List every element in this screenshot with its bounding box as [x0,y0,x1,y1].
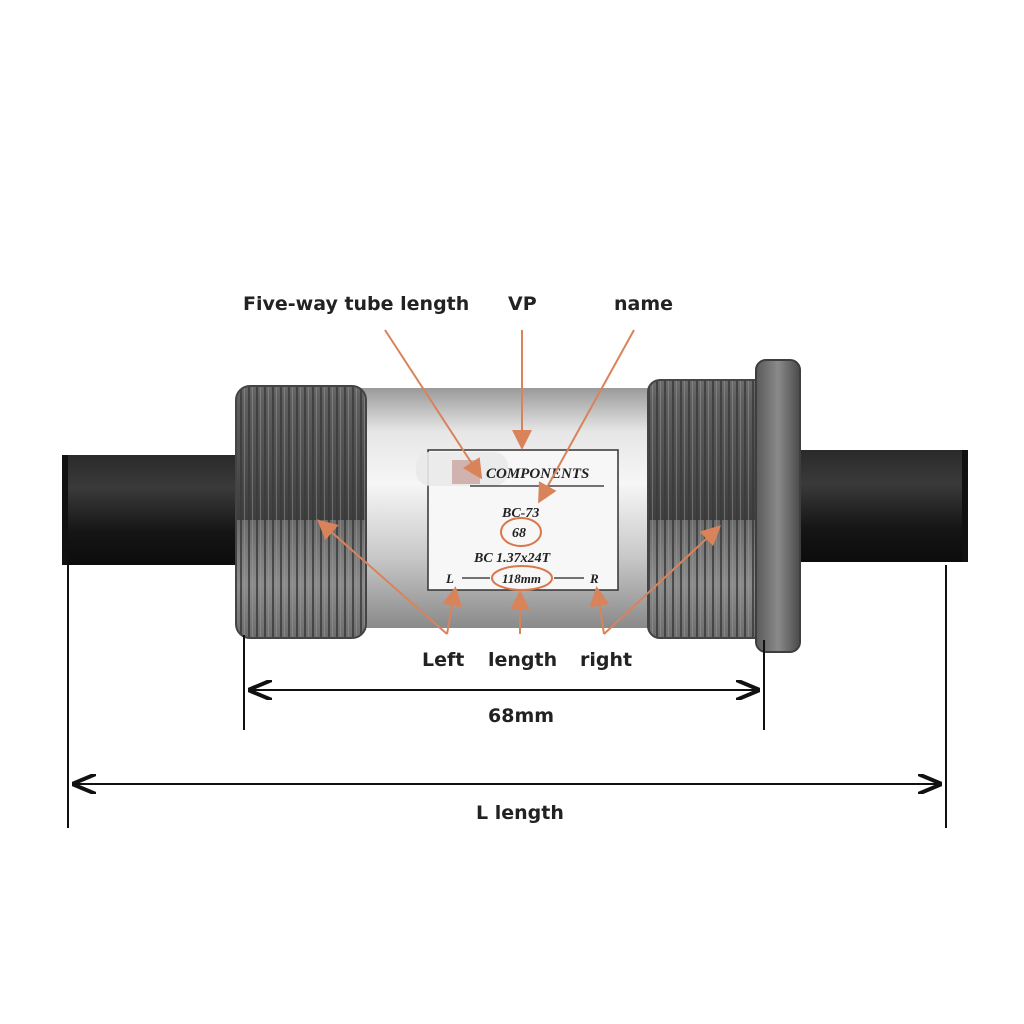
label-spindle: 118mm [502,571,541,586]
callout-vp: VP [508,293,537,315]
arrow-right [603,525,721,635]
arrow-five-way [384,329,483,480]
right-cup [647,359,801,653]
overall-length-label: L length [476,802,564,824]
callout-right: right [580,649,632,671]
callout-name: name [614,293,673,315]
label-model: BC-73 [501,506,539,521]
callout-five-way-tube-length: Five-way tube length [243,293,469,315]
arrow-right-label [589,586,610,635]
left-spindle [62,455,244,565]
shell-circle-mark [500,517,542,547]
callout-length: length [488,649,557,671]
label-thread: BC 1.37x24T [473,551,552,566]
right-spindle [790,450,968,562]
callout-left: Left [422,649,464,671]
leader-arrows [316,329,721,635]
dimension-overall-length: L length [67,565,947,828]
dimension-shell-width: 68mm [243,635,765,730]
label-left-mark: L [445,571,454,586]
arrow-left-label [442,586,462,635]
arrow-name [538,329,635,504]
shell-width-label: 68mm [488,705,554,727]
left-cup [235,385,367,639]
product-label: COMPONENTS BC-73 68 BC 1.37x24T L 118mm … [416,449,619,591]
arrow-left [316,519,448,635]
label-brand: COMPONENTS [486,466,589,482]
label-right-mark: R [589,571,599,586]
label-shell: 68 [512,526,526,541]
